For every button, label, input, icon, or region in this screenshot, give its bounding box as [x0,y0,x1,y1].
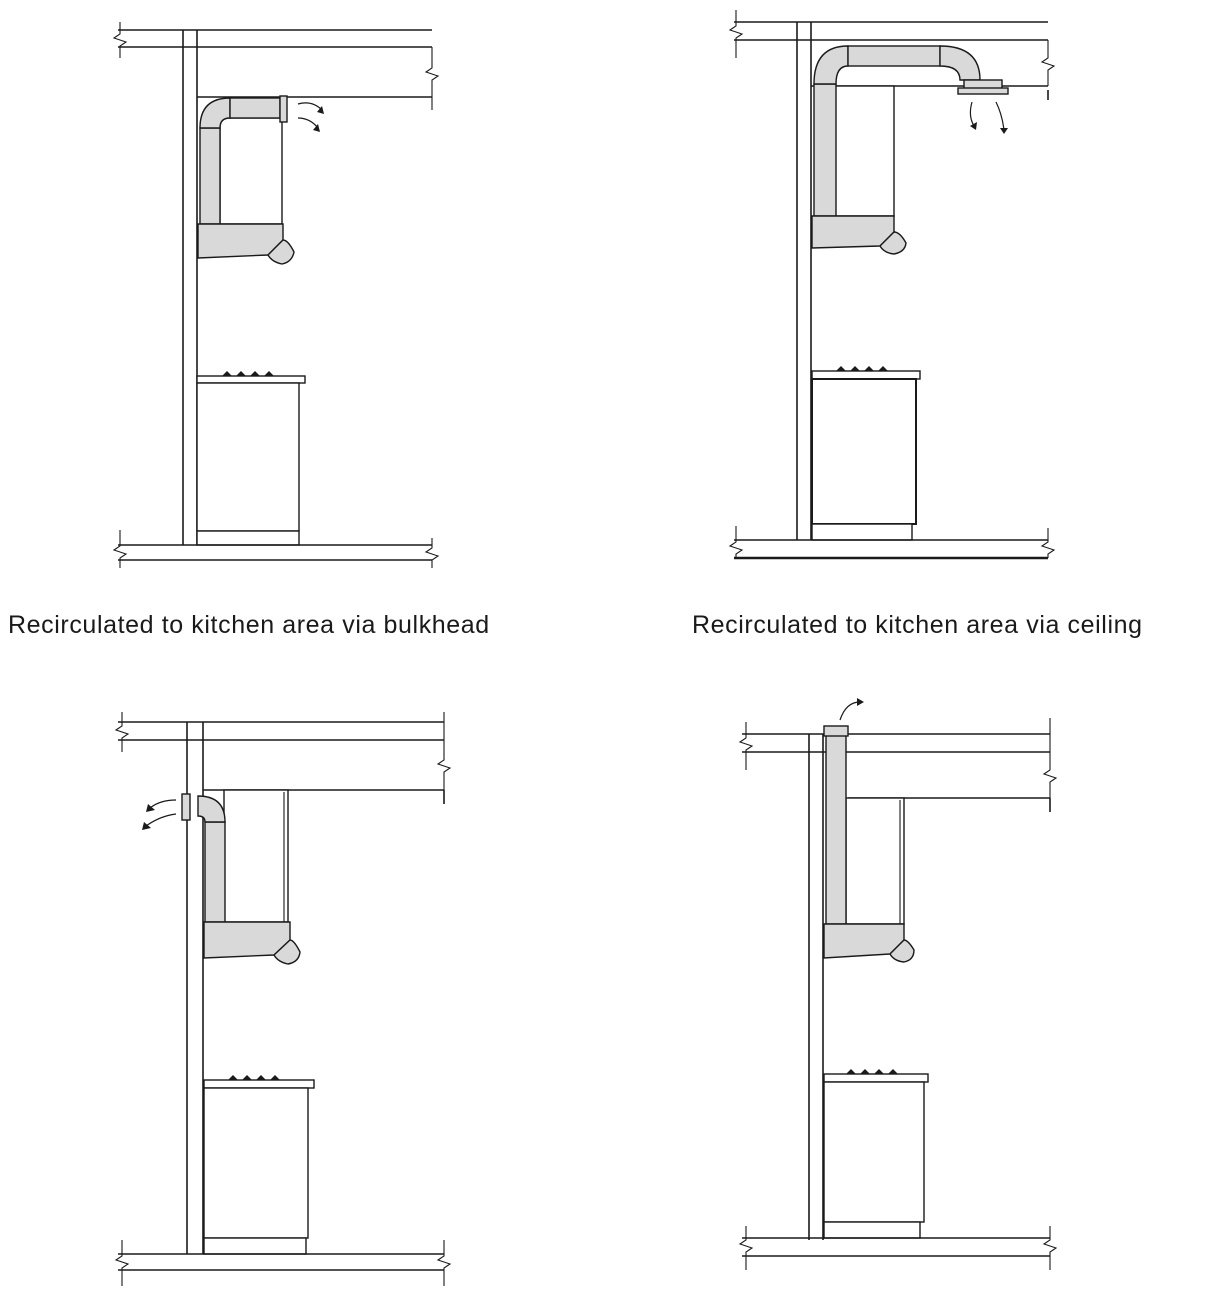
wall [182,30,198,545]
panel-bulkhead-recirculation [112,22,440,568]
base-cabinet [811,378,917,541]
wall-duct [181,793,226,923]
wall-cabinet [223,789,289,923]
rangehood [197,223,295,265]
rangehood [823,923,915,963]
floor [114,1240,452,1286]
wall [808,734,824,1240]
ceiling-duct [813,45,1009,217]
caption-ceiling: Recirculated to kitchen area via ceiling [692,611,1143,639]
base-cabinet [196,382,300,546]
ceiling-slab [728,10,1048,58]
wall-cabinet [833,85,895,217]
wall [796,22,812,540]
airflow-arrows [969,101,1008,134]
cooktop [196,371,306,384]
wall-cabinet [845,797,905,925]
base-cabinet [203,1087,309,1255]
rangehood [203,921,301,965]
caption-bulkhead: Recirculated to kitchen area via bulkhea… [8,611,490,639]
vertical-duct [199,95,288,225]
floor [112,530,440,568]
airflow-arrows [297,102,324,132]
cooktop [203,1075,315,1089]
cooktop [823,1069,929,1083]
ceiling-slab [738,722,1050,770]
panel-wall-recirculation [114,712,452,1286]
airflow-arrows [839,698,864,721]
ceiling-slab [112,22,432,58]
bulkhead [197,47,440,110]
base-cabinet [823,1081,925,1239]
wall-cabinet [219,117,283,225]
panel-roof-recirculation [738,698,1058,1270]
rangehood [811,215,907,255]
cooktop [811,366,921,380]
airflow-arrows [142,799,177,830]
floor [728,526,1056,560]
floor [738,1226,1058,1270]
ceiling-slab [114,712,444,752]
panel-ceiling-recirculation [728,10,1056,560]
roof-duct [823,725,849,925]
